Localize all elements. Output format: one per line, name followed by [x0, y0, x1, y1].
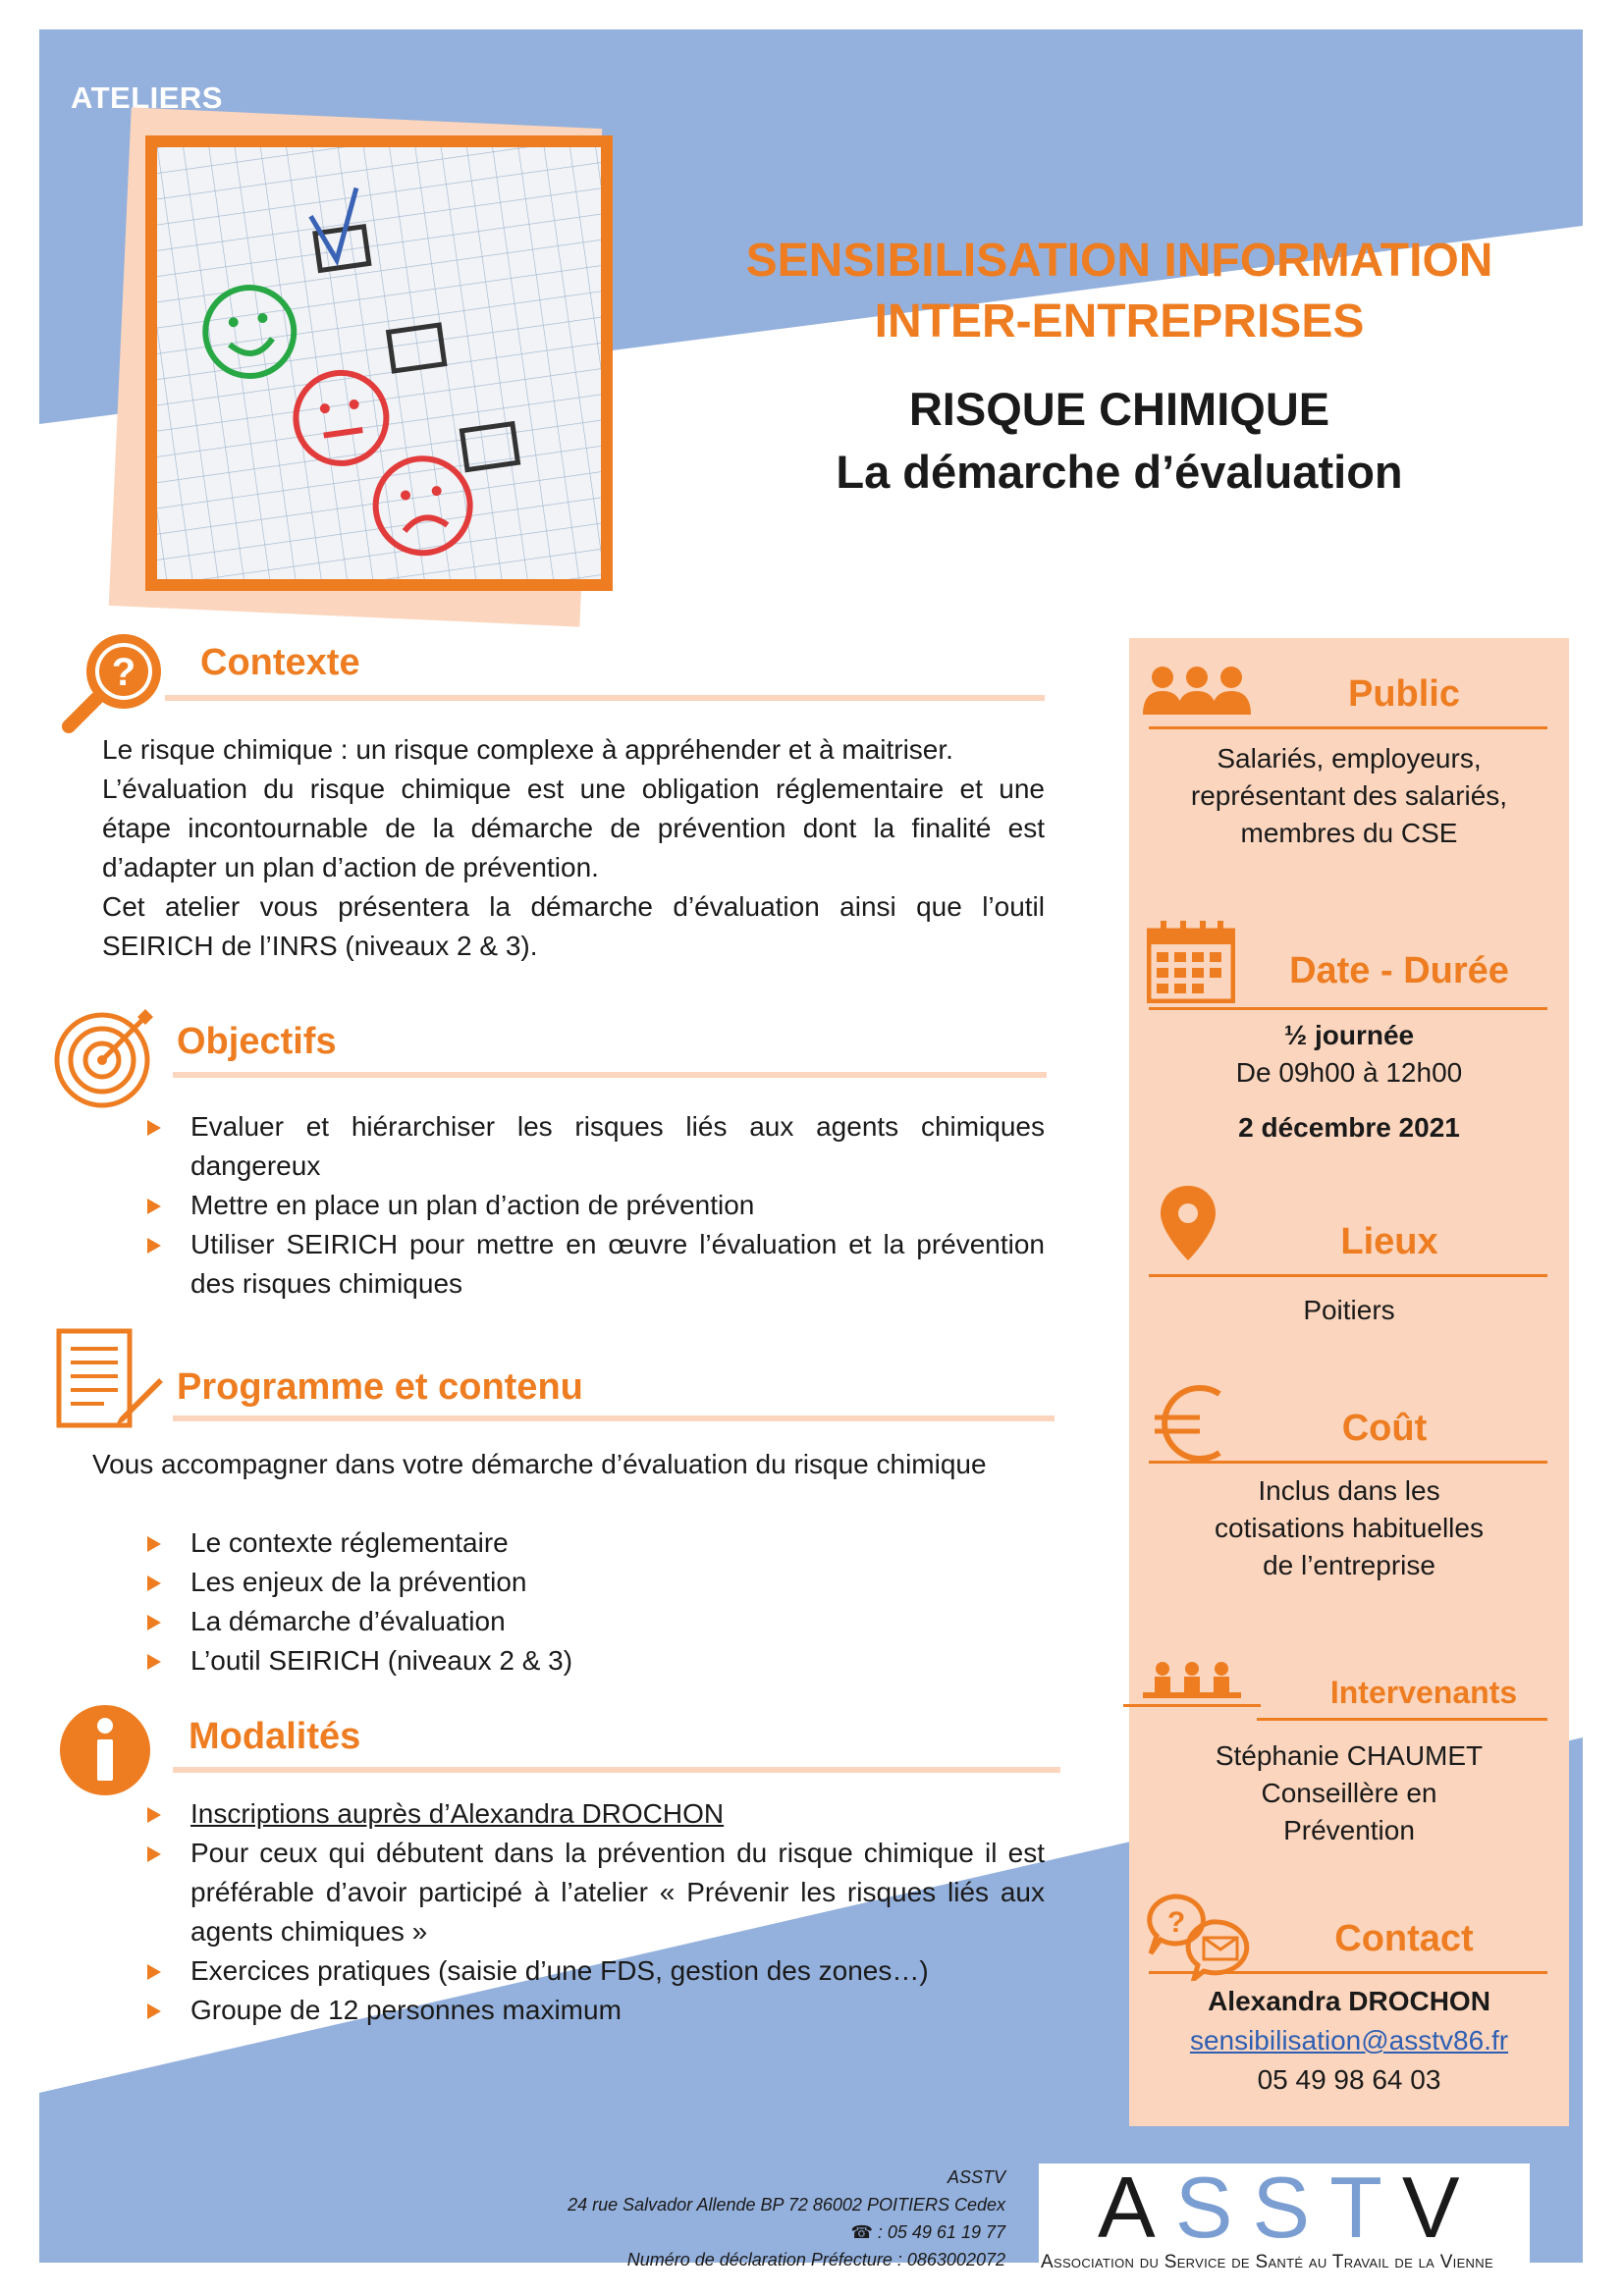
question-magnifier-icon: ? — [62, 634, 161, 733]
logo-subtitle: Association du Service de Santé au Trava… — [1041, 2252, 1493, 2272]
contexte-paragraph: Cet atelier vous présentera la démarche … — [102, 891, 1045, 961]
sidebar-rule — [1257, 1718, 1547, 1721]
programme-list: Le contexte réglementaire Les enjeux de … — [126, 1523, 1055, 1681]
public-text: Salariés, employeurs, représentant des s… — [1190, 743, 1508, 848]
bullet-arrow-icon — [147, 1654, 161, 1670]
list-item: L’outil SEIRICH (niveaux 2 & 3) — [126, 1641, 1055, 1681]
sidebar-title-public: Public — [1347, 673, 1461, 715]
sidebar-title-lieux: Lieux — [1340, 1221, 1438, 1262]
contact-bubbles-icon: ? — [1147, 1894, 1250, 1981]
location-pin-icon — [1161, 1186, 1216, 1260]
bullet-arrow-icon — [147, 1615, 161, 1630]
contact-name: Alexandra DROCHON — [1208, 1986, 1490, 2016]
list-item: Exercices pratiques (saisie d’une FDS, g… — [126, 1951, 1045, 1991]
date-day: 2 décembre 2021 — [1238, 1112, 1460, 1143]
sidebar-rule — [1149, 1971, 1547, 1974]
subtitle-line2: La démarche d’évaluation — [836, 446, 1403, 498]
section-rule — [173, 1767, 1060, 1773]
bullet-arrow-icon — [147, 1238, 161, 1254]
euro-icon — [1155, 1385, 1221, 1462]
section-title-objectifs: Objectifs — [177, 1021, 337, 1062]
sidebar-rule — [1149, 1274, 1547, 1277]
svg-text:?: ? — [112, 651, 135, 694]
section-rule — [165, 695, 1045, 701]
objectifs-list: Evaluer et hiérarchiser les risques liés… — [126, 1107, 1045, 1304]
speakers-table-icon — [1123, 1662, 1261, 1707]
bullet-arrow-icon — [147, 1575, 161, 1591]
logo-letters: ASSTV — [1098, 2159, 1480, 2256]
bullet-arrow-icon — [147, 1536, 161, 1552]
contexte-text: Le risque chimique : un risque complexe … — [102, 730, 1045, 966]
bullet-arrow-icon — [147, 1199, 161, 1214]
contexte-paragraph: Le risque chimique : un risque complexe … — [102, 734, 953, 765]
target-arrow-icon — [54, 1009, 153, 1108]
info-icon — [60, 1705, 150, 1795]
list-item: Evaluer et hiérarchiser les risques liés… — [126, 1107, 1045, 1186]
list-item: Pour ceux qui débutent dans la préventio… — [126, 1834, 1045, 1951]
header-photo — [145, 135, 613, 591]
date-hours: De 09h00 à 12h00 — [1235, 1057, 1463, 1088]
contact-phone: 05 49 98 64 03 — [1257, 2064, 1441, 2095]
footer-org: ASSTV — [947, 2167, 1005, 2187]
cost-text: Inclus dans les cotisations habituelles … — [1215, 1475, 1484, 1580]
list-item: La démarche d’évaluation — [126, 1602, 1055, 1641]
section-title-contexte: Contexte — [200, 642, 360, 683]
contexte-paragraph: L’évaluation du risque chimique est une … — [102, 774, 1045, 882]
people-icon — [1143, 667, 1251, 715]
section-rule — [173, 1415, 1055, 1421]
sidebar-title-date: Date - Durée — [1289, 950, 1509, 991]
checklist-smileys-illustration — [157, 147, 601, 579]
subtitle-line1: RISQUE CHIMIQUE — [908, 383, 1330, 435]
main-title-line2: INTER-ENTREPRISES — [874, 295, 1365, 347]
footer-address-block: ASSTV 24 rue Salvador Allende BP 72 8600… — [568, 2163, 1005, 2273]
list-item: Les enjeux de la prévention — [126, 1563, 1055, 1602]
list-item: Mettre en place un plan d’action de prév… — [126, 1186, 1045, 1225]
sidebar-rule — [1149, 1461, 1547, 1464]
calendar-icon — [1147, 921, 1235, 1003]
svg-text:?: ? — [1167, 1906, 1185, 1939]
bullet-arrow-icon — [147, 1846, 161, 1862]
sidebar-rule — [1149, 726, 1547, 729]
date-duration: ½ journée — [1283, 1020, 1415, 1050]
modalites-list: Inscriptions auprès d’Alexandra DROCHON … — [126, 1794, 1045, 2030]
footer-address: 24 rue Salvador Allende BP 72 86002 POIT… — [568, 2195, 1005, 2215]
contact-email-link[interactable]: sensibilisation@asstv86.fr — [1189, 2025, 1509, 2056]
document-pencil-icon — [56, 1328, 163, 1428]
section-title-modalites: Modalités — [189, 1716, 361, 1757]
list-item: Le contexte réglementaire — [126, 1523, 1055, 1563]
speaker-text: Stéphanie CHAUMET Conseillère en Prévent… — [1215, 1740, 1484, 1845]
bullet-arrow-icon — [147, 1807, 161, 1823]
bullet-arrow-icon — [147, 2003, 161, 2019]
info-sidebar: Public Salariés, employeurs, représentan… — [1123, 638, 1569, 2126]
bullet-arrow-icon — [147, 1964, 161, 1980]
bullet-arrow-icon — [147, 1120, 161, 1136]
location-place: Poitiers — [1303, 1295, 1395, 1325]
sidebar-title-intervenants: Intervenants — [1329, 1675, 1518, 1710]
section-title-programme: Programme et contenu — [177, 1366, 583, 1408]
asstv-logo: ASSTV Association du Service de Santé au… — [1039, 2159, 1530, 2277]
footer-phone: ☎ : 05 49 61 19 77 — [850, 2222, 1005, 2242]
sidebar-title-cout: Coût — [1341, 1408, 1428, 1449]
list-item: Groupe de 12 personnes maximum — [126, 1991, 1045, 2030]
list-item: Inscriptions auprès d’Alexandra DROCHON — [126, 1794, 1045, 1834]
programme-intro: Vous accompagner dans votre démarche d’é… — [92, 1449, 987, 1479]
footer-declaration: Numéro de déclaration Préfecture : 08630… — [626, 2250, 1005, 2269]
sidebar-title-contact: Contact — [1334, 1918, 1474, 1959]
main-title-line1: SENSIBILISATION INFORMATION — [745, 235, 1493, 287]
section-rule — [173, 1072, 1047, 1078]
registration-link[interactable]: Inscriptions auprès d’Alexandra DROCHON — [190, 1798, 725, 1829]
list-item: Utiliser SEIRICH pour mettre en œuvre l’… — [126, 1225, 1045, 1304]
sidebar-rule — [1149, 1007, 1547, 1010]
